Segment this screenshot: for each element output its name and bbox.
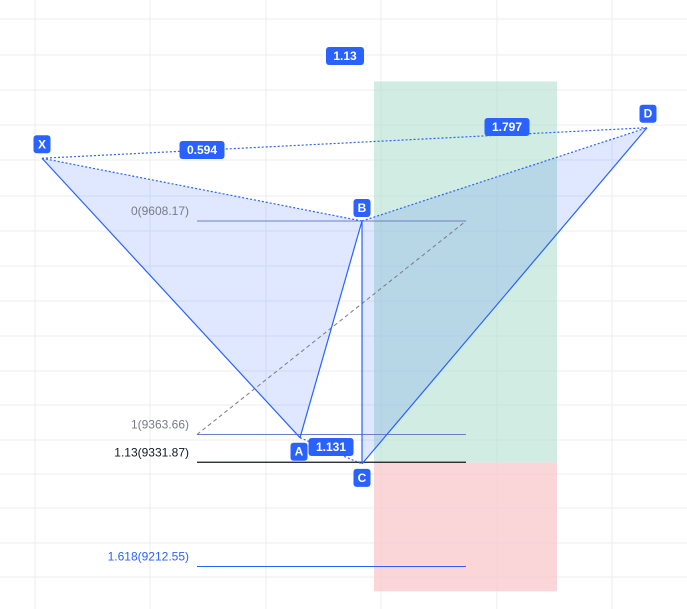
pattern-legs [41, 127, 648, 465]
ratio-label-xd: 1.13 [333, 49, 357, 63]
leg-cd [361, 127, 648, 465]
pattern-labels: X A B C D 0.594 1.131 1.797 1.13 [33, 47, 657, 487]
position-zones [374, 81, 557, 592]
fib-label: 1(9363.66) [131, 418, 189, 432]
ratio-label-ac-box [308, 438, 354, 456]
point-label-a-box [290, 442, 308, 461]
fib-label: 1.13(9331.87) [114, 445, 189, 459]
ratio-label-bd-box [484, 118, 530, 136]
leg-xa [41, 157, 301, 439]
loss-zone [374, 462, 557, 592]
point-label-x-box [33, 135, 51, 154]
ratio-label-xb: 0.594 [187, 143, 217, 157]
point-label-d: D [644, 107, 653, 121]
point-label-c-box [353, 468, 371, 487]
point-label-d-box [639, 104, 657, 123]
ratio-label-bd: 1.797 [492, 120, 522, 134]
point-label-b: B [358, 201, 367, 215]
fib-label: 0(9608.17) [131, 204, 189, 218]
triangle-xab [42, 158, 362, 438]
point-label-x: X [38, 137, 46, 151]
leg-ab [299, 220, 363, 438]
ratio-label-xb-box [179, 141, 225, 159]
ratio-line-xd [41, 127, 648, 159]
fib-label: 1.618(9212.55) [108, 549, 189, 563]
point-label-a: A [295, 445, 304, 459]
ratio-label-ac: 1.131 [316, 440, 346, 454]
ratio-label-xd-box [326, 47, 364, 65]
point-label-c: C [358, 471, 367, 485]
ratio-line-bd [361, 127, 648, 222]
profit-zone [374, 81, 557, 463]
point-label-b-box [353, 199, 371, 217]
